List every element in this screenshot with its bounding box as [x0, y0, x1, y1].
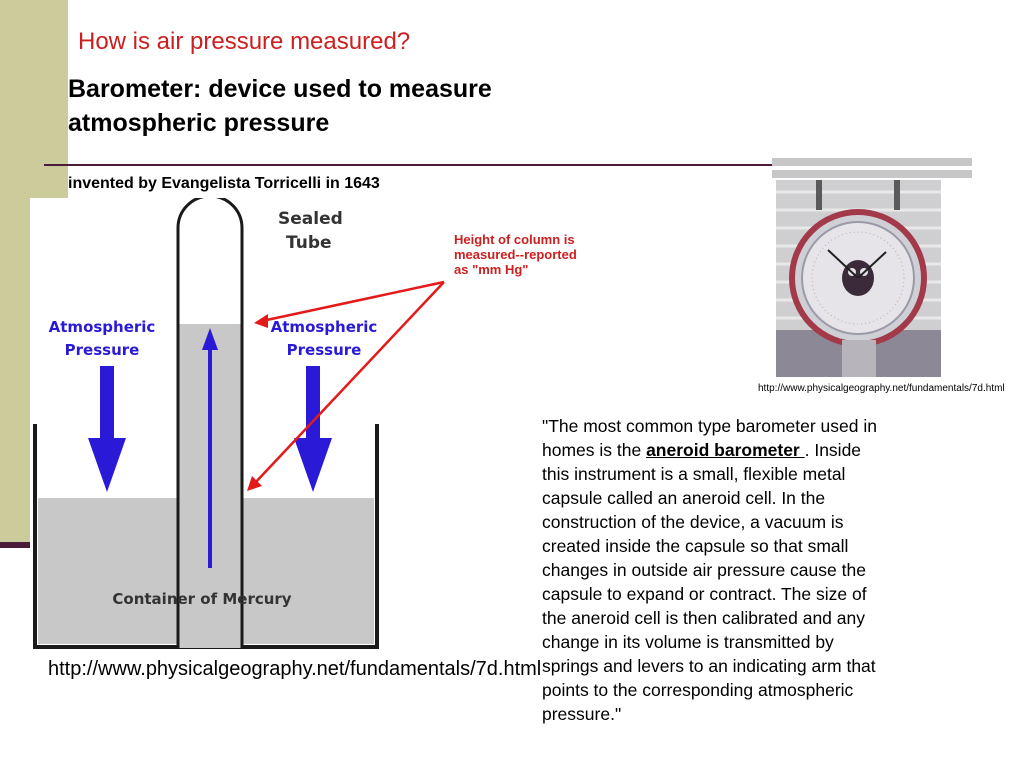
arrow-down-icon — [88, 438, 126, 492]
arrow-up-icon — [202, 328, 218, 350]
photo-source-link[interactable]: http://www.physicalgeography.net/fundame… — [758, 383, 1005, 394]
svg-text:Pressure: Pressure — [287, 341, 362, 359]
aneroid-quote: "The most common type barometer used in … — [542, 416, 877, 724]
invented-note: invented by Evangelista Torricelli in 16… — [68, 175, 380, 192]
aneroid-barometer-photo — [776, 180, 941, 377]
label-sealed: Sealed — [278, 209, 343, 229]
svg-text:Pressure: Pressure — [65, 341, 140, 359]
height-callout: Height of column is measured--reported a… — [454, 232, 577, 277]
slide-subtitle: Barometer: device used to measure atmosp… — [68, 75, 492, 137]
sealed-tube — [176, 198, 244, 648]
divider-rule — [44, 164, 772, 166]
slide-title: How is air pressure measured? — [78, 28, 411, 55]
right-rule — [772, 170, 972, 178]
right-rule — [772, 158, 972, 166]
label-atmospheric-left: Atmospheric — [49, 318, 156, 336]
svg-text:Tube: Tube — [286, 233, 332, 253]
mercury-barometer-diagram: Sealed Tube Atmospheric Pressure Atmosph… — [30, 198, 390, 650]
label-container: Container of Mercury — [112, 590, 291, 608]
label-atmospheric-right: Atmospheric — [271, 318, 378, 336]
sidebar-rule — [0, 542, 36, 548]
aneroid-barometer-link[interactable]: aneroid barometer — [646, 440, 805, 460]
diagram-source-link[interactable]: http://www.physicalgeography.net/fundame… — [48, 658, 542, 680]
